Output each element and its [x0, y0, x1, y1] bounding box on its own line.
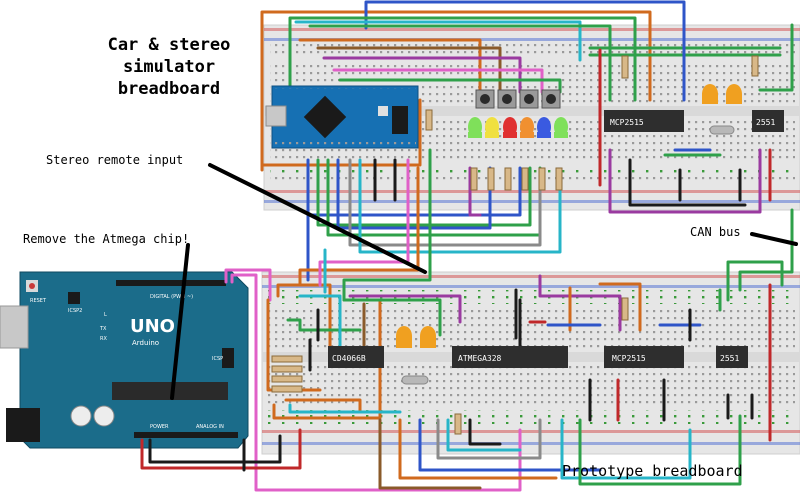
arduino-nano [265, 85, 419, 149]
resistors-top [425, 55, 759, 191]
simulator-title-line-3: breadboard [117, 79, 221, 99]
cd4066-chip [328, 346, 384, 368]
top-board-wires [260, 0, 794, 254]
power-jack-icon [6, 408, 40, 442]
arduino-brand: Arduino [132, 339, 159, 347]
mcp2515-bottom-text: MCP2515 [612, 354, 646, 363]
simulator-title: Car & stereo simulator breadboard [94, 34, 244, 100]
led-orange [520, 117, 534, 138]
power-label: POWER [150, 424, 169, 430]
cd4066-text: CD4066B [332, 354, 366, 363]
led-yellow [485, 117, 499, 138]
icsp2-label: ICSP2 [68, 308, 82, 314]
resistors-bottom [271, 297, 629, 435]
pin-tx-label: TX [99, 326, 107, 332]
capacitor-icon [70, 405, 92, 427]
led-blue [537, 117, 551, 138]
bottom-board-wires [140, 166, 794, 492]
reset-label: RESET [30, 298, 47, 304]
simulator-title-line-2: simulator [122, 57, 216, 77]
capacitors-bottom [396, 326, 436, 348]
analog-in-label: ANALOG IN [196, 424, 224, 430]
microcontroller-icon [303, 95, 347, 139]
capacitors-top [702, 84, 742, 104]
can-2551-top-text: 2551 [756, 118, 775, 127]
led-red [503, 117, 517, 138]
atmega-pointer [170, 243, 190, 400]
crystal-top-icon [709, 125, 735, 135]
arduino-uno: RESET ICSP2 DIGITAL (PWM ~) UNO Arduino … [0, 271, 249, 449]
can-bus-label: CAN bus [690, 225, 741, 239]
mcp2515-top-chip [604, 110, 684, 132]
prototype-label: Prototype breadboard [562, 462, 743, 480]
atmega-socket-icon [112, 382, 228, 400]
top-chips: MCP2515 2551 [604, 84, 784, 135]
pin-rx-label: RX [100, 336, 107, 342]
digital-header [116, 280, 226, 286]
stereo-pointer [208, 163, 427, 274]
leds [468, 117, 568, 138]
usb-port-icon [265, 105, 287, 127]
icsp-label: ICSP [212, 356, 223, 362]
can-2551-top-chip [752, 110, 784, 132]
mcp2515-top-text: MCP2515 [610, 118, 644, 127]
atmega328-chip [452, 346, 568, 368]
mcp2515-bottom-chip [604, 346, 684, 368]
remove-chip-label: Remove the Atmega chip! [23, 232, 190, 246]
led-green-1 [468, 117, 482, 138]
uno-logo: UNO [130, 316, 175, 337]
stereo-remote-label: Stereo remote input [46, 153, 184, 167]
atmega328-text: ATMEGA328 [458, 354, 502, 363]
led-green-2 [554, 117, 568, 138]
can-2551-bottom-chip [716, 346, 748, 368]
crystal-bottom-icon [401, 375, 429, 385]
pin-l-label: L [104, 312, 107, 318]
pointer-lines [170, 163, 798, 400]
can-2551-bottom-text: 2551 [720, 354, 739, 363]
bottom-chips: CD4066B ATMEGA328 MCP2515 2551 [328, 326, 748, 385]
simulator-title-line-1: Car & stereo [107, 35, 231, 55]
digital-label: DIGITAL (PWM ~) [150, 294, 193, 300]
can-bus-pointer [750, 232, 798, 246]
push-buttons [475, 89, 561, 109]
usb-b-port-icon [0, 305, 29, 349]
